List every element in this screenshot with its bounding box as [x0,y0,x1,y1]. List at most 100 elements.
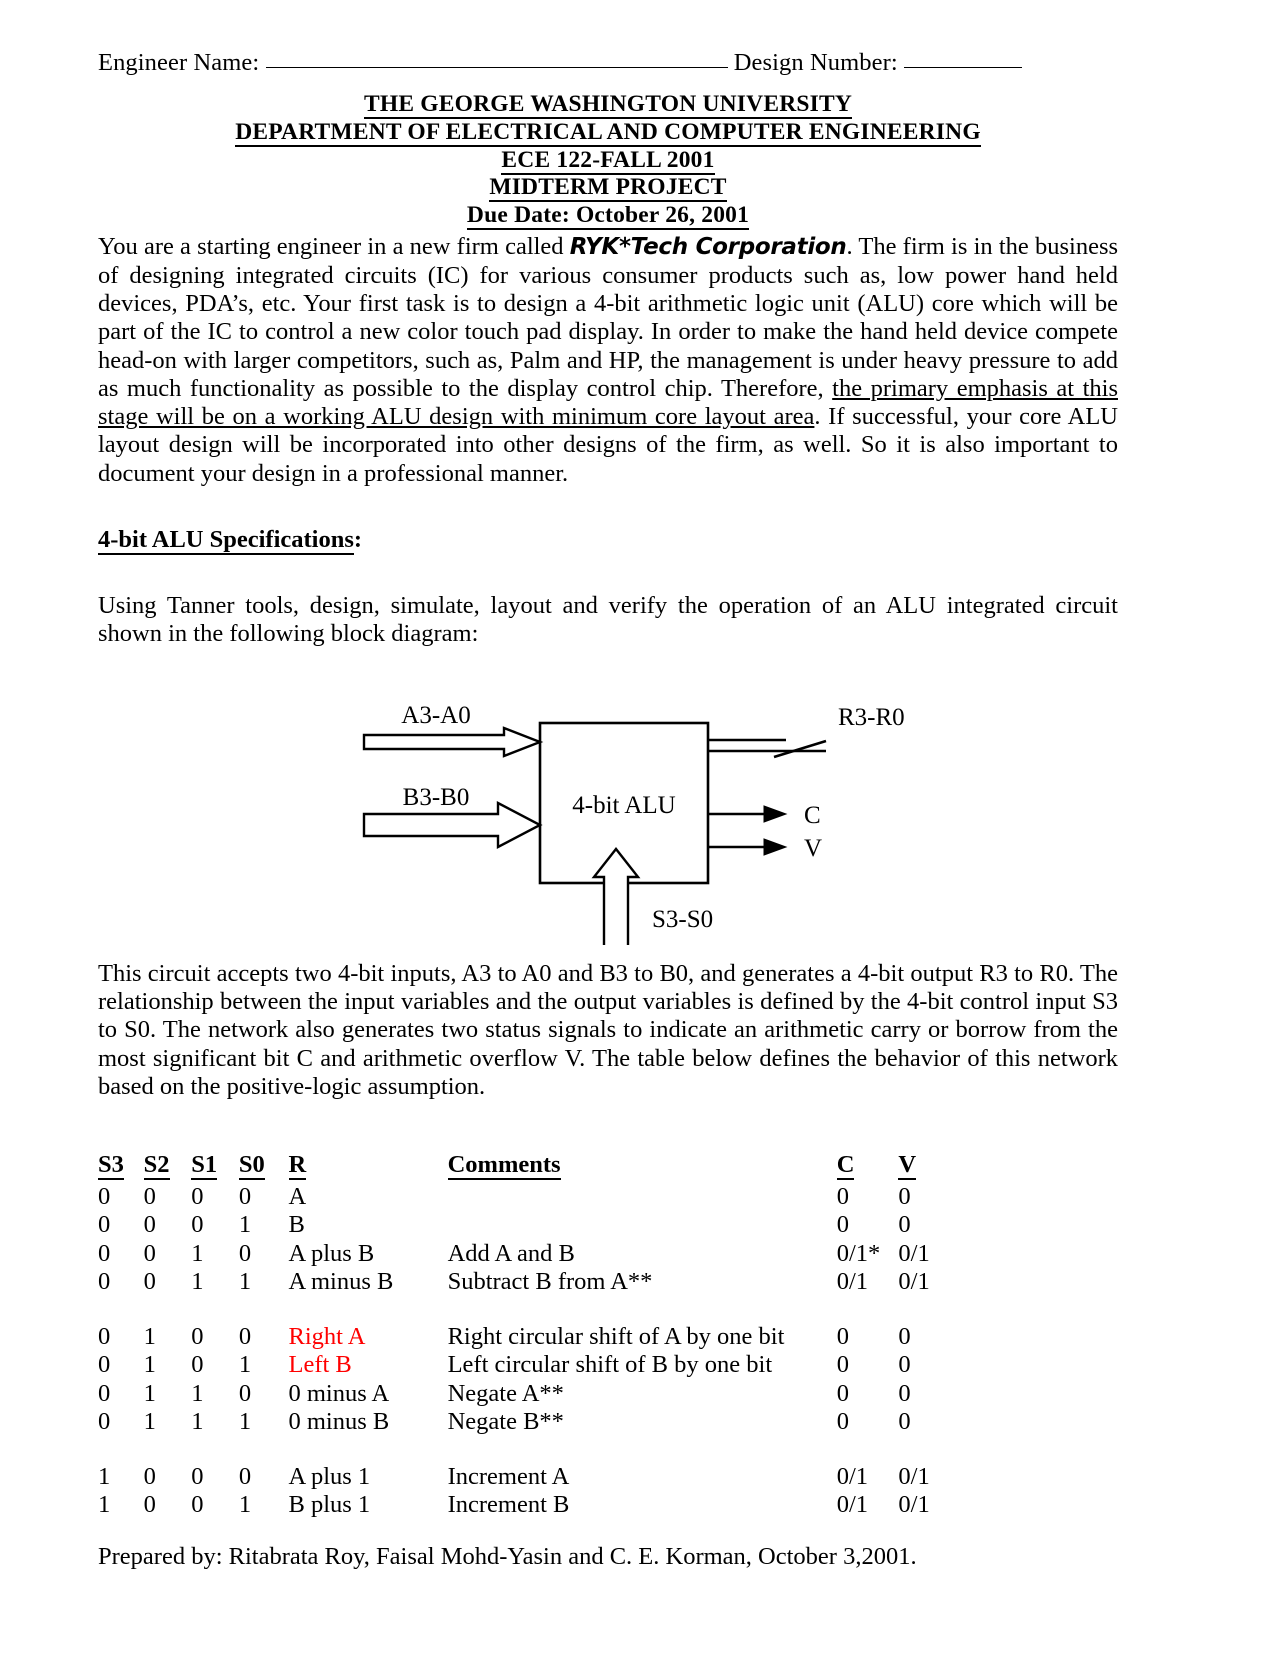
table-cell-r: 0 minus B [288,1408,390,1436]
table-cell-r: Right A [288,1322,366,1350]
table-cell-s1: 0 [191,1322,204,1350]
table-cell-v: 0 [898,1351,911,1379]
intro-text-b: . The firm is in the business of designi… [98,233,1119,402]
design-number-label: Design Number: [733,49,898,76]
input-a-arrow [362,725,544,758]
table-cell-s1: 0 [191,1182,204,1210]
table-cell-v: 0/1 [898,1239,930,1267]
input-s-arrow [591,846,641,945]
table-cell-comments: Increment B [447,1491,570,1519]
project-title-text: MIDTERM PROJECT [489,174,727,203]
table-cell-c: 0/1* [836,1239,881,1267]
project-title: MIDTERM PROJECT [98,174,1118,203]
table-cell-s3: 0 [98,1322,111,1350]
output-c-arrowhead [763,804,788,823]
table-cell-v: 0/1 [898,1268,930,1296]
table-cell-s2: 1 [143,1408,156,1436]
spacer-cell [98,1437,958,1463]
table-cell-s1: 0 [191,1462,204,1490]
form-header-line: Engineer Name: Design Number: [98,48,1118,79]
department-title-text: DEPARTMENT OF ELECTRICAL AND COMPUTER EN… [235,118,981,147]
table-cell-s3: 1 [98,1462,111,1490]
table-cell-comments: Add A and B [447,1239,575,1267]
table-cell-s0: 1 [238,1408,252,1436]
table-cell-r: Left B [288,1351,352,1379]
input-s-label: S3-S0 [652,906,713,933]
department-title: DEPARTMENT OF ELECTRICAL AND COMPUTER EN… [98,118,1118,147]
table-cell-v: 0 [898,1322,911,1350]
table-cell-s2: 0 [143,1491,156,1519]
table-cell-v: 0 [898,1379,911,1407]
table-cell-s2: 0 [143,1239,156,1267]
table-cell-s0: 1 [238,1268,252,1296]
input-b-label: B3-B0 [403,784,470,811]
table-cell-s3: 0 [98,1211,111,1239]
engineer-name-blank[interactable] [265,67,728,68]
table-cell-s1: 1 [191,1408,204,1436]
alu-block-diagram-svg: 4-bit ALU A3-A0 B3-B0 S3-S0 R3-R0 [362,702,905,945]
table-cell-r: B [288,1211,305,1239]
table-cell-comments: Increment A [447,1462,570,1490]
table-cell-c: 0/1 [836,1462,869,1490]
spec-heading-colon: : [353,526,363,554]
university-title-text: THE GEORGE WASHINGTON UNIVERSITY [363,90,853,119]
table-cell-s0: 1 [238,1491,252,1519]
table-cell-s3: 0 [98,1351,111,1379]
table-cell-v: 0 [898,1182,911,1210]
table-cell-s1: 0 [191,1491,204,1519]
table-cell-s0: 1 [238,1211,252,1239]
table-cell-v: 0/1 [898,1491,930,1519]
course-title: ECE 122-FALL 2001 [98,146,1118,175]
table-row-spacer [98,1437,958,1463]
intro-text-a: You are a starting engineer in a new fir… [98,233,570,261]
table-cell-r: A minus B [288,1268,394,1296]
table-cell-s2: 0 [143,1182,156,1210]
col-header-s3: S3 [98,1151,124,1180]
table-cell-s0: 0 [238,1462,252,1490]
table-cell-comments: Subtract B from A** [447,1268,653,1296]
description-paragraph: This circuit accepts two 4-bit inputs, A… [98,959,1118,1100]
spec-paragraph: Using Tanner tools, design, simulate, la… [98,592,1118,648]
table-cell-s2: 1 [143,1351,156,1379]
intro-paragraph: You are a starting engineer in a new fir… [98,233,1118,488]
table-cell-comments: Negate B** [447,1408,564,1436]
table-cell-comments [448,1211,837,1240]
col-header-s2: S2 [143,1151,170,1180]
table-cell-s2: 1 [143,1322,156,1350]
due-date-title: Due Date: October 26, 2001 [98,202,1118,231]
table-cell-s2: 0 [143,1211,156,1239]
table-cell-s0: 1 [238,1351,252,1379]
table-cell-s1: 0 [191,1211,204,1239]
col-header-r: R [288,1151,307,1180]
table-cell-c: 0 [836,1351,849,1379]
col-header-v: V [898,1151,917,1180]
input-a-label: A3-A0 [401,702,470,729]
prepared-by-footer: Prepared by: Ritabrata Roy, Faisal Mohd-… [98,1542,917,1570]
table-cell-s0: 0 [238,1182,252,1210]
intro-emphasis: the primary emphasis at this stage will … [98,374,1118,431]
col-header-s0: S0 [238,1151,265,1180]
table-cell-c: 0 [836,1182,849,1210]
table-cell-comments [448,1183,837,1212]
design-number-blank[interactable] [904,67,1022,68]
table-cell-s3: 0 [98,1268,111,1296]
due-date-text: Due Date: October 26, 2001 [466,202,750,231]
table-cell-r: A plus B [288,1239,375,1267]
table-cell-r: B plus 1 [288,1491,371,1519]
input-b-arrow [362,800,543,849]
output-r-label: R3-R0 [838,704,905,731]
table-cell-s2: 1 [143,1379,156,1407]
table-cell-r: 0 minus A [288,1379,390,1407]
table-cell-v: 0/1 [898,1462,930,1490]
table-cell-v: 0 [898,1408,911,1436]
alu-box-label: 4-bit ALU [572,792,675,819]
